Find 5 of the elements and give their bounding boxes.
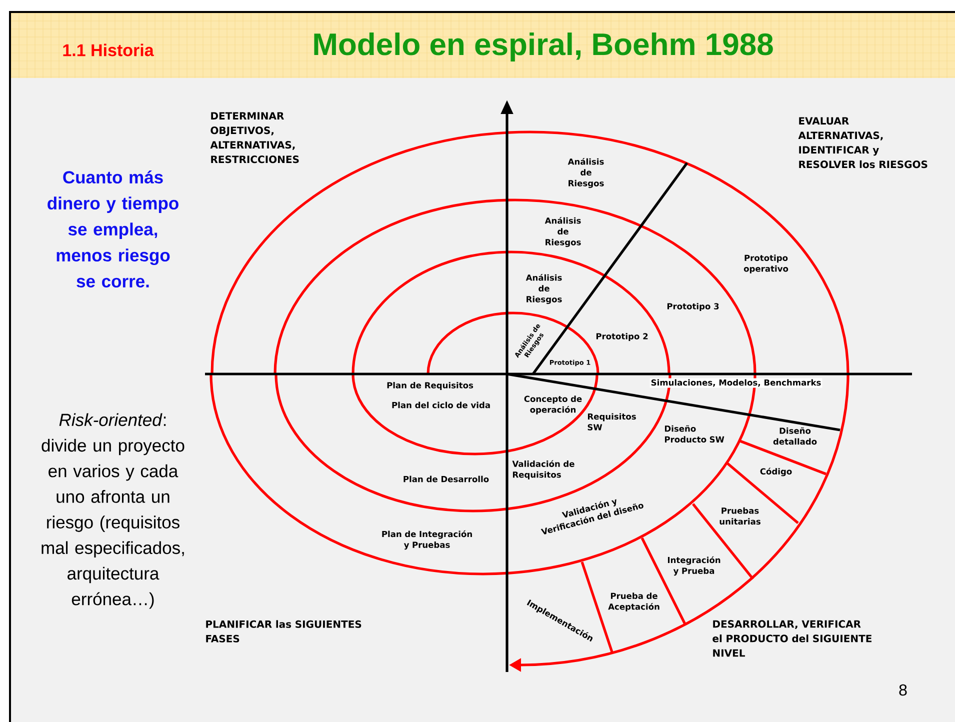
slide-title: Modelo en espiral, Boehm 1988 — [314, 32, 773, 62]
page-number: 8 — [899, 684, 907, 696]
note-text: Cuanto más dinero y tiempo se emplea, menos riesgo se corre. — [48, 170, 178, 288]
section-label: 1.1 Historia — [63, 44, 154, 56]
note-text: Risk-oriented: divide un proyecto en varios y cada uno afronta un riesgo (requisitos mal especificados, arquitectura errónea…) — [42, 413, 184, 609]
